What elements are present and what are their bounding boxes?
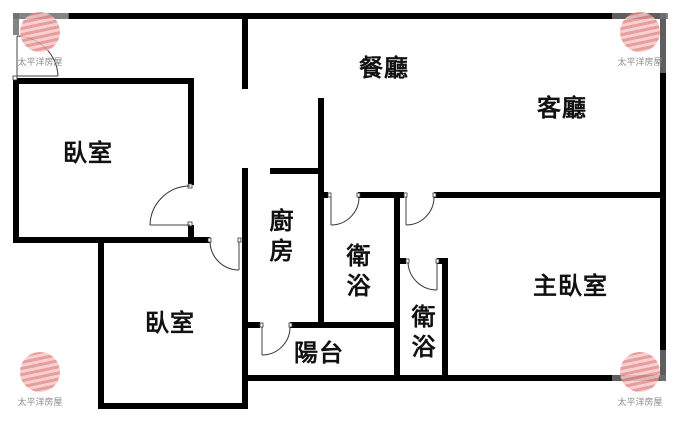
watermark-bottom-right: 太平洋房屋: [610, 352, 670, 422]
door-bedroom1: [149, 185, 191, 226]
wall-bath2-top-right: [437, 258, 448, 264]
watermark-box-top-left-side: [13, 13, 19, 35]
wall-master-top-right: [434, 192, 666, 198]
wall-bedroom1-top: [13, 78, 194, 84]
room-label-bedroom-upper-left: 臥室: [63, 139, 113, 167]
watermark-text: 太平洋房屋: [17, 398, 63, 408]
wall-bedroom1-left: [13, 78, 19, 243]
watermark-top-left: 太平洋房屋: [10, 12, 70, 82]
watermark-box-bottom-right-side: [660, 350, 666, 381]
wall-bedroom1-bottom: [13, 237, 210, 243]
wall-bottom-right: [395, 375, 666, 381]
room-label-bathroom-master: 衛浴: [407, 304, 435, 364]
wall-bath1-top-left: [318, 192, 328, 198]
wall-kitchen-top: [270, 168, 324, 174]
wall-bath2-top-left: [394, 258, 406, 264]
watermark-logo-icon: [20, 12, 60, 52]
wall-bath1-top-right: [358, 192, 400, 198]
wall-bath2-right: [442, 258, 448, 381]
door-balcony: [261, 326, 291, 356]
wall-bath1-right: [394, 192, 400, 381]
room-label-bathroom-center: 衛浴: [342, 243, 370, 303]
door-bath2: [407, 262, 438, 291]
watermark-top-right: 太平洋房屋: [610, 12, 670, 82]
wall-bedroom1-right-bottom: [188, 225, 194, 243]
wall-bedroom2-left: [98, 237, 104, 409]
watermark-bottom-left: 太平洋房屋: [10, 352, 70, 422]
wall-balcony-top-left: [242, 322, 260, 328]
wall-balcony-top-right: [290, 322, 400, 328]
watermark-text: 太平洋房屋: [617, 398, 663, 408]
wall-top: [68, 13, 666, 19]
room-label-kitchen: 廚房: [265, 208, 293, 268]
watermark-text: 太平洋房屋: [17, 58, 63, 68]
wall-bedroom1-right-top: [188, 78, 194, 185]
wall-corridor-upper: [242, 13, 248, 89]
room-label-bedroom-lower: 臥室: [145, 309, 195, 337]
wall-balcony-bottom: [242, 375, 400, 381]
watermark-text: 太平洋房屋: [617, 58, 663, 68]
watermark-logo-icon: [620, 12, 660, 52]
watermark-box-top-right-side: [660, 13, 666, 73]
wall-bedroom2-bottom: [98, 403, 248, 409]
wall-master-top-left: [394, 192, 404, 198]
room-label-master-bedroom: 主臥室: [533, 272, 608, 300]
room-label-living-room: 客廳: [537, 94, 587, 122]
door-bedroom2: [209, 241, 240, 271]
watermark-logo-icon: [620, 352, 660, 392]
door-master: [405, 196, 435, 226]
watermark-logo-icon: [20, 352, 60, 392]
door-bath1: [330, 196, 360, 226]
room-label-dining-room: 餐廳: [359, 54, 409, 82]
room-label-balcony: 陽台: [294, 339, 344, 367]
wall-kitchen-left: [242, 168, 248, 328]
wall-kitchen-right: [318, 98, 324, 328]
